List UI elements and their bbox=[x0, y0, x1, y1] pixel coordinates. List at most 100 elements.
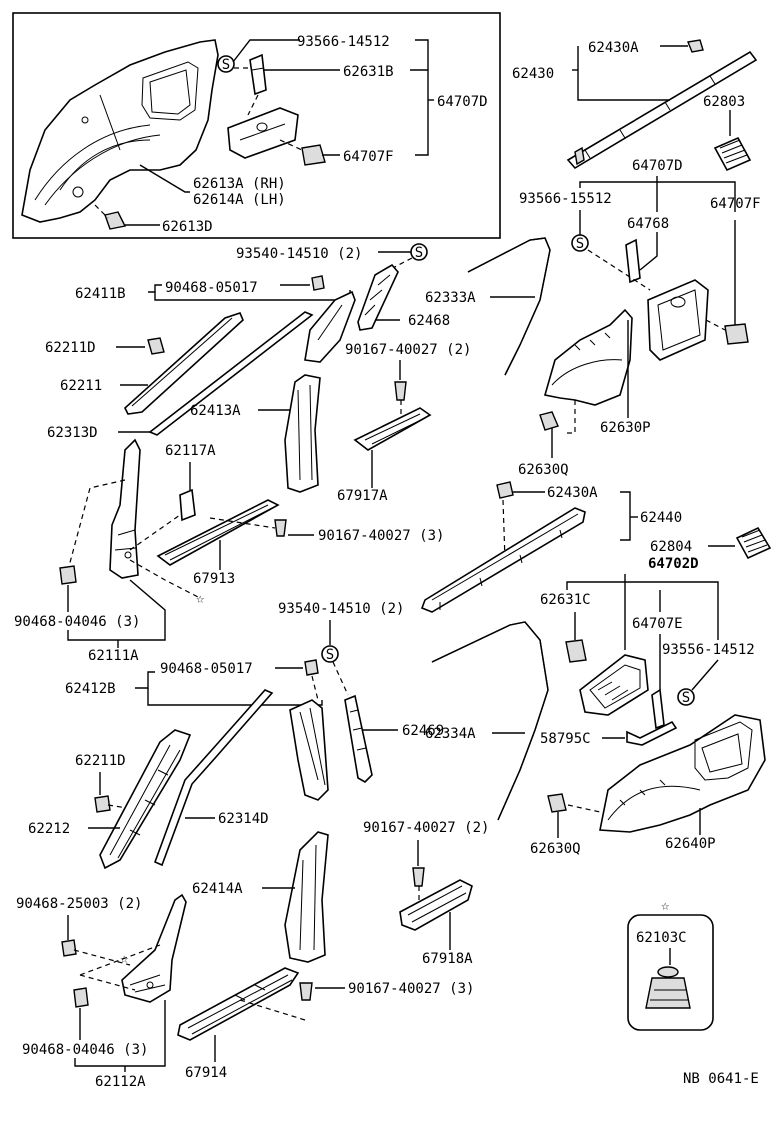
label-93540-14510-a: 93540-14510 (2) bbox=[236, 246, 362, 262]
star-mark-a: ☆ bbox=[196, 591, 205, 607]
label-93556-14512: 93556-14512 bbox=[662, 642, 755, 658]
label-90468-04046-a: 90468-04046 (3) bbox=[14, 614, 140, 630]
s-clip-mid-low: S bbox=[321, 645, 339, 663]
bracket-62440 bbox=[620, 491, 631, 541]
label-90468-05017-a: 90468-05017 bbox=[165, 280, 258, 296]
quarter-trim-panel-inset bbox=[21, 39, 219, 223]
label-64707E: 64707E bbox=[632, 616, 683, 632]
label-62211D-b: 62211D bbox=[75, 753, 126, 769]
label-62613D: 62613D bbox=[162, 219, 213, 235]
label-64707D-top: 64707D bbox=[437, 94, 488, 110]
bracket-64707E bbox=[651, 688, 665, 730]
clip-90468-04046-a bbox=[59, 565, 77, 585]
label-62613A: 62613A (RH) bbox=[193, 176, 286, 192]
label-62313D: 62313D bbox=[47, 425, 98, 441]
lid-64707D bbox=[647, 279, 709, 361]
label-62333A: 62333A bbox=[425, 290, 476, 306]
clip-90468-a bbox=[311, 275, 325, 291]
s-clip-right-top: S bbox=[571, 234, 589, 252]
weatherstrip-62333A bbox=[467, 237, 551, 376]
hose-58795C bbox=[626, 720, 678, 746]
molding-62314D bbox=[153, 689, 274, 867]
svg-text:S: S bbox=[682, 690, 690, 706]
clip-62613D bbox=[104, 211, 127, 230]
lid-64702D bbox=[579, 654, 649, 716]
label-62414A: 62414A bbox=[192, 881, 243, 897]
leader-62412B bbox=[135, 671, 155, 689]
knob-64707F bbox=[724, 323, 749, 345]
label-64707D: 64707D bbox=[632, 158, 683, 174]
bracket-64768 bbox=[625, 238, 641, 284]
clip-62430A-top bbox=[687, 39, 704, 53]
bracket-62111A bbox=[67, 579, 166, 641]
pillar-62111A bbox=[109, 438, 141, 579]
vent-62804 bbox=[735, 526, 772, 560]
screw-90167-c bbox=[412, 867, 425, 887]
clip-62631C bbox=[565, 639, 587, 663]
bracket-62631B bbox=[249, 53, 267, 96]
quarter-panel-62640P bbox=[599, 714, 766, 833]
knob-inset bbox=[301, 144, 326, 166]
plate-67917A bbox=[353, 407, 432, 451]
plate-67918A bbox=[399, 879, 473, 931]
dash-3 bbox=[279, 139, 303, 151]
label-62640P: 62640P bbox=[665, 836, 716, 852]
fastener-62103C bbox=[645, 966, 691, 1009]
label-62112A: 62112A bbox=[95, 1074, 146, 1090]
label-62631B: 62631B bbox=[343, 64, 394, 80]
clip-90468-04046-b bbox=[73, 987, 89, 1008]
s-clip-inset: S bbox=[217, 55, 235, 73]
bracket-62112A bbox=[74, 1000, 166, 1067]
star-mark-c: ☆ bbox=[661, 898, 670, 914]
clip-90468-25003 bbox=[61, 939, 77, 957]
clip-90468-b bbox=[304, 659, 319, 676]
garnish-62469 bbox=[344, 694, 373, 783]
label-62440: 62440 bbox=[640, 510, 682, 526]
label-90468-25003: 90468-25003 (2) bbox=[16, 896, 142, 912]
weatherstrip-62334A bbox=[431, 621, 549, 821]
label-62412B: 62412B bbox=[65, 681, 116, 697]
dash-knob bbox=[705, 319, 726, 331]
leader-a bbox=[232, 39, 300, 63]
screw-90167-a bbox=[394, 381, 407, 401]
label-90167-40027-b: 90167-40027 (3) bbox=[318, 528, 444, 544]
dash-62630Q bbox=[565, 400, 576, 434]
dash-62111A-b bbox=[129, 514, 181, 551]
label-62630Q-a: 62630Q bbox=[518, 462, 569, 478]
label-62212: 62212 bbox=[28, 821, 70, 837]
label-62211: 62211 bbox=[60, 378, 102, 394]
label-90167-40027-d: 90167-40027 (3) bbox=[348, 981, 474, 997]
leader-62411B bbox=[148, 284, 162, 293]
clip-62211D-b bbox=[94, 795, 111, 813]
label-62430: 62430 bbox=[512, 66, 554, 82]
label-67918A: 67918A bbox=[422, 951, 473, 967]
label-62117A: 62117A bbox=[165, 443, 216, 459]
label-62630Q-b: 62630Q bbox=[530, 841, 581, 857]
dash-4 bbox=[94, 204, 109, 219]
label-90468-04046-b: 90468-04046 (3) bbox=[22, 1042, 148, 1058]
dash-2 bbox=[247, 94, 259, 116]
label-62411B: 62411B bbox=[75, 286, 126, 302]
dash-s-right bbox=[587, 249, 651, 291]
dash-62440 bbox=[502, 499, 506, 561]
inset-frame bbox=[12, 12, 501, 239]
vent-62803 bbox=[713, 136, 752, 172]
svg-text:S: S bbox=[326, 647, 334, 663]
quarter-panel-62630P bbox=[543, 308, 633, 406]
label-67914: 67914 bbox=[185, 1065, 227, 1081]
label-62103C: 62103C bbox=[636, 930, 687, 946]
label-62630P: 62630P bbox=[600, 420, 651, 436]
svg-text:S: S bbox=[415, 245, 423, 261]
label-62804: 62804 bbox=[650, 539, 692, 555]
label-62631C: 62631C bbox=[540, 592, 591, 608]
strip-62212 bbox=[99, 729, 192, 870]
label-62111A: 62111A bbox=[88, 648, 139, 664]
lid-inset bbox=[227, 107, 299, 159]
label-90167-40027-a: 90167-40027 (2) bbox=[345, 342, 471, 358]
screw-90167-d bbox=[299, 982, 313, 1001]
dash-62112A-b bbox=[79, 974, 136, 991]
label-90167-40027-c: 90167-40027 (2) bbox=[363, 820, 489, 836]
screw-90167-b bbox=[274, 519, 287, 537]
label-62211D-a: 62211D bbox=[45, 340, 96, 356]
svg-text:S: S bbox=[222, 57, 230, 73]
